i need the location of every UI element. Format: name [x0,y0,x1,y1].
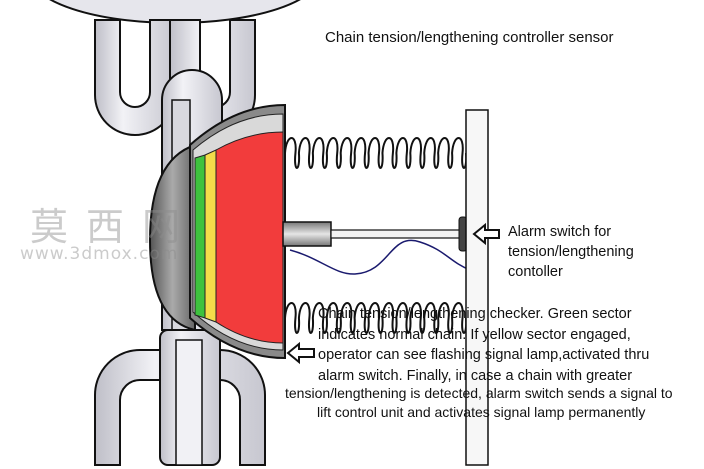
checker-label-line-3: operator can see flashing signal lamp,ac… [318,347,650,363]
sector-green [195,155,205,318]
alarm-rod [330,229,462,239]
chain-link-bottom [94,349,266,466]
checker-label-line-1: Chain tension/lengthening checker. Green… [318,306,632,322]
diagram-title: Chain tension/lengthening controller sen… [325,29,614,46]
checker-label-line-5: tension/lengthening is detected, alarm s… [285,385,673,401]
checker-label-line-2: indicates normal chain. If yellow sector… [318,327,631,343]
plunger-rod [282,221,332,247]
watermark-chinese: 莫西网 [30,205,199,249]
alarm-label-line-1: Alarm switch for [508,224,612,240]
arrow-left-icon [286,341,315,365]
sector-yellow [205,150,216,322]
spring-top [284,137,468,169]
alarm-label-line-2: tension/lengthening [508,244,634,260]
sector-red [216,132,283,343]
watermark-url: www.3dmox.com [20,244,179,264]
spring-bottom [284,302,468,334]
alarm-label-line-3: contoller [508,264,563,280]
signal-wire [289,239,471,275]
checker-label-line-6: lift control unit and activates signal l… [317,404,646,420]
mount-plate [465,109,489,466]
arrow-left-icon [472,222,500,246]
checker-label-line-4: alarm switch. Finally, in case a chain w… [318,368,633,384]
